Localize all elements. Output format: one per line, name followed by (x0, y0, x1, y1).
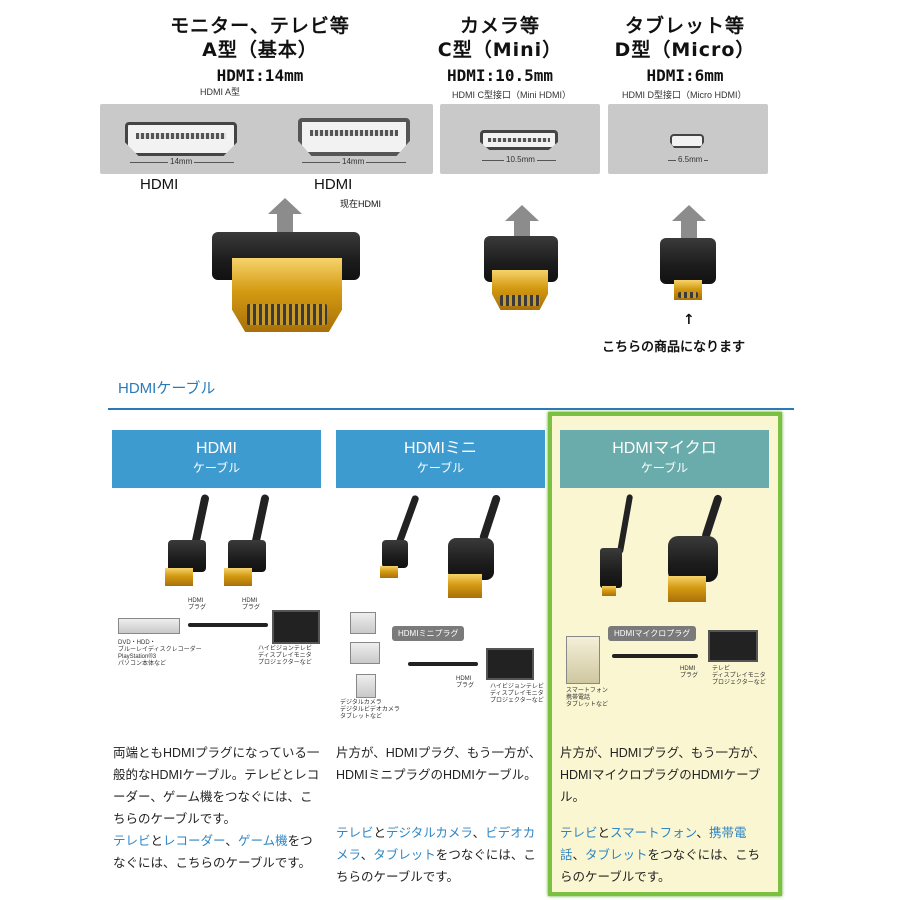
connector-c-caption: HDMI C型接口（Mini HDMI） (452, 90, 571, 100)
hdmi-a-port-left (125, 122, 237, 156)
up-arrow-icon (268, 198, 302, 232)
connector-a-caption: HDMI A型 (200, 87, 241, 97)
card-hdmi-devices-right: ハイビジョンテレビ ディスプレイモニタ プロジェクターなど (258, 646, 312, 666)
card-micro-devices-right: テレビ ディスプレイモニタ プロジェクターなど (712, 666, 766, 686)
card-micro-tag: HDMIマイクロプラグ (608, 626, 697, 641)
link-game-console[interactable]: ゲーム機 (237, 834, 288, 848)
card-micro-header: HDMIマイクロ ケーブル (560, 430, 769, 488)
hdmi-d-port (670, 134, 704, 148)
dim-text-a-left: 14mm (168, 157, 195, 166)
link-mobile-phone[interactable]: 携帯電話 (560, 826, 747, 862)
link-digital-camera[interactable]: デジタルカメラ (386, 826, 473, 840)
connector-c-heading: カメラ等 C型（Mini） HDMI:10.5mm (430, 14, 570, 88)
connector-d-heading: タブレット等 D型（Micro） HDMI:6mm (605, 14, 765, 88)
up-arrow-icon (672, 205, 706, 239)
card-mini-plug-right: HDMI プラグ (456, 676, 475, 689)
link-tv[interactable]: テレビ (336, 826, 374, 840)
link-recorder[interactable]: レコーダー (163, 834, 226, 848)
card-micro-subtitle: ケーブル (640, 461, 689, 475)
link-smartphone[interactable]: スマートフォン (610, 826, 697, 840)
hdmi-a-port-right (298, 118, 410, 156)
dim-text-a-right: 14mm (340, 157, 367, 166)
connector-a-size: HDMI:14mm (216, 66, 304, 85)
dim-text-d: 6.5mm (676, 155, 705, 164)
card-hdmi-description: 両端ともHDMIプラグになっている一般的なHDMIケーブル。テレビとレコーダー、… (113, 742, 323, 874)
connector-a-title: モニター、テレビ等 (170, 15, 350, 37)
hdmi-d-plug-photo (660, 238, 716, 284)
card-mini-desc-post: つなぐには、こちらのケーブルです。 (336, 848, 536, 884)
card-micro-plug-right: HDMI プラグ (680, 666, 699, 679)
hdmi-c-plug-tip (492, 270, 548, 310)
card-micro-description: 片方が、HDMIプラグ、もう一方が、HDMIマイクロプラグのHDMIケーブル。 … (560, 742, 768, 888)
connector-c-type: C型（Mini） (437, 39, 563, 61)
card-hdmi-plug-left: HDMI プラグ (188, 598, 207, 611)
card-mini-devices-right: ハイビジョンテレビ ディスプレイモニタ プロジェクターなど (490, 684, 544, 704)
connector-d-title: タブレット等 (624, 15, 745, 37)
card-mini-title: HDMIミニ (404, 440, 477, 457)
connector-a-heading: モニター、テレビ等 A型（基本） HDMI:14mm (160, 14, 360, 88)
card-micro-desc-main: 片方が、HDMIプラグ、もう一方が、HDMIマイクロプラグのHDMIケーブル。 (560, 746, 766, 804)
connector-d-type: D型（Micro） (614, 39, 756, 61)
connector-c-size: HDMI:10.5mm (447, 66, 553, 85)
port-label-right: HDMI (314, 176, 353, 193)
card-hdmi-devices-left: DVD・HDD・ ブルーレイディスクレコーダー PlayStation®3 パソ… (118, 640, 202, 667)
up-pointer-icon: ↑ (683, 312, 695, 328)
dim-text-c: 10.5mm (504, 155, 537, 164)
card-micro-title: HDMIマイクロ (612, 440, 717, 457)
up-arrow-icon (505, 205, 539, 239)
card-mini-devices-left: デジタルカメラ デジタルビデオカメラ タブレットなど (340, 700, 400, 720)
hdmi-d-plug-tip (674, 280, 702, 300)
card-hdmi-subtitle: ケーブル (192, 461, 241, 475)
card-mini-desc-links: テレビとデジタルカメラ、ビデオカメラ、タブレットをつなぐには、こちらのケーブルで… (336, 826, 536, 884)
link-video-camera[interactable]: ビデオカメラ (336, 826, 536, 862)
card-micro-desc-links: テレビとスマートフォン、携帯電話、タブレットをつなぐには、こちらのケーブルです。 (560, 826, 761, 884)
card-hdmi-plug-right: HDMI プラグ (242, 598, 261, 611)
card-mini-header: HDMIミニ ケーブル (336, 430, 545, 488)
link-tablet[interactable]: タブレット (585, 848, 648, 862)
hdmi-c-port (480, 130, 558, 150)
section-divider (108, 408, 794, 410)
port-label-left: HDMI (140, 176, 179, 193)
card-micro-desc-post: つなぐには、こちらのケーブルです。 (560, 848, 761, 884)
link-tv[interactable]: テレビ (560, 826, 598, 840)
card-hdmi-desc-links: テレビとレコーダー、ゲーム機をつなぐには、こちらのケーブルです。 (113, 834, 313, 870)
card-mini-description: 片方が、HDMIプラグ、もう一方が、HDMIミニプラグのHDMIケーブル。 テレ… (336, 742, 546, 888)
card-hdmi-header: HDMI ケーブル (112, 430, 321, 488)
card-mini-subtitle: ケーブル (416, 461, 465, 475)
section-title: HDMIケーブル (118, 380, 216, 397)
card-mini-tag: HDMIミニプラグ (392, 626, 465, 641)
link-tablet[interactable]: タブレット (373, 848, 436, 862)
card-mini-desc-main: 片方が、HDMIプラグ、もう一方が、HDMIミニプラグのHDMIケーブル。 (336, 746, 542, 782)
connector-d-caption: HDMI D型接口（Micro HDMI） (622, 90, 747, 100)
card-hdmi-title: HDMI (196, 440, 237, 457)
connector-d-size: HDMI:6mm (646, 66, 724, 85)
card-hdmi-desc-main: 両端ともHDMIプラグになっている一般的なHDMIケーブル。テレビとレコーダー、… (113, 746, 320, 826)
link-tv[interactable]: テレビ (113, 834, 151, 848)
port-note-right: 现在HDMI (340, 199, 381, 209)
card-micro-devices-left: スマートフォン 携帯電話 タブレットなど (566, 688, 609, 708)
card-hdmi-desc-post: つなぐには、こちらのケーブルです。 (113, 834, 313, 870)
product-note: こちらの商品になります (602, 340, 746, 355)
connector-c-title: カメラ等 (459, 15, 540, 37)
hdmi-a-plug-tip (232, 258, 342, 332)
connector-a-type: A型（基本） (202, 39, 318, 61)
